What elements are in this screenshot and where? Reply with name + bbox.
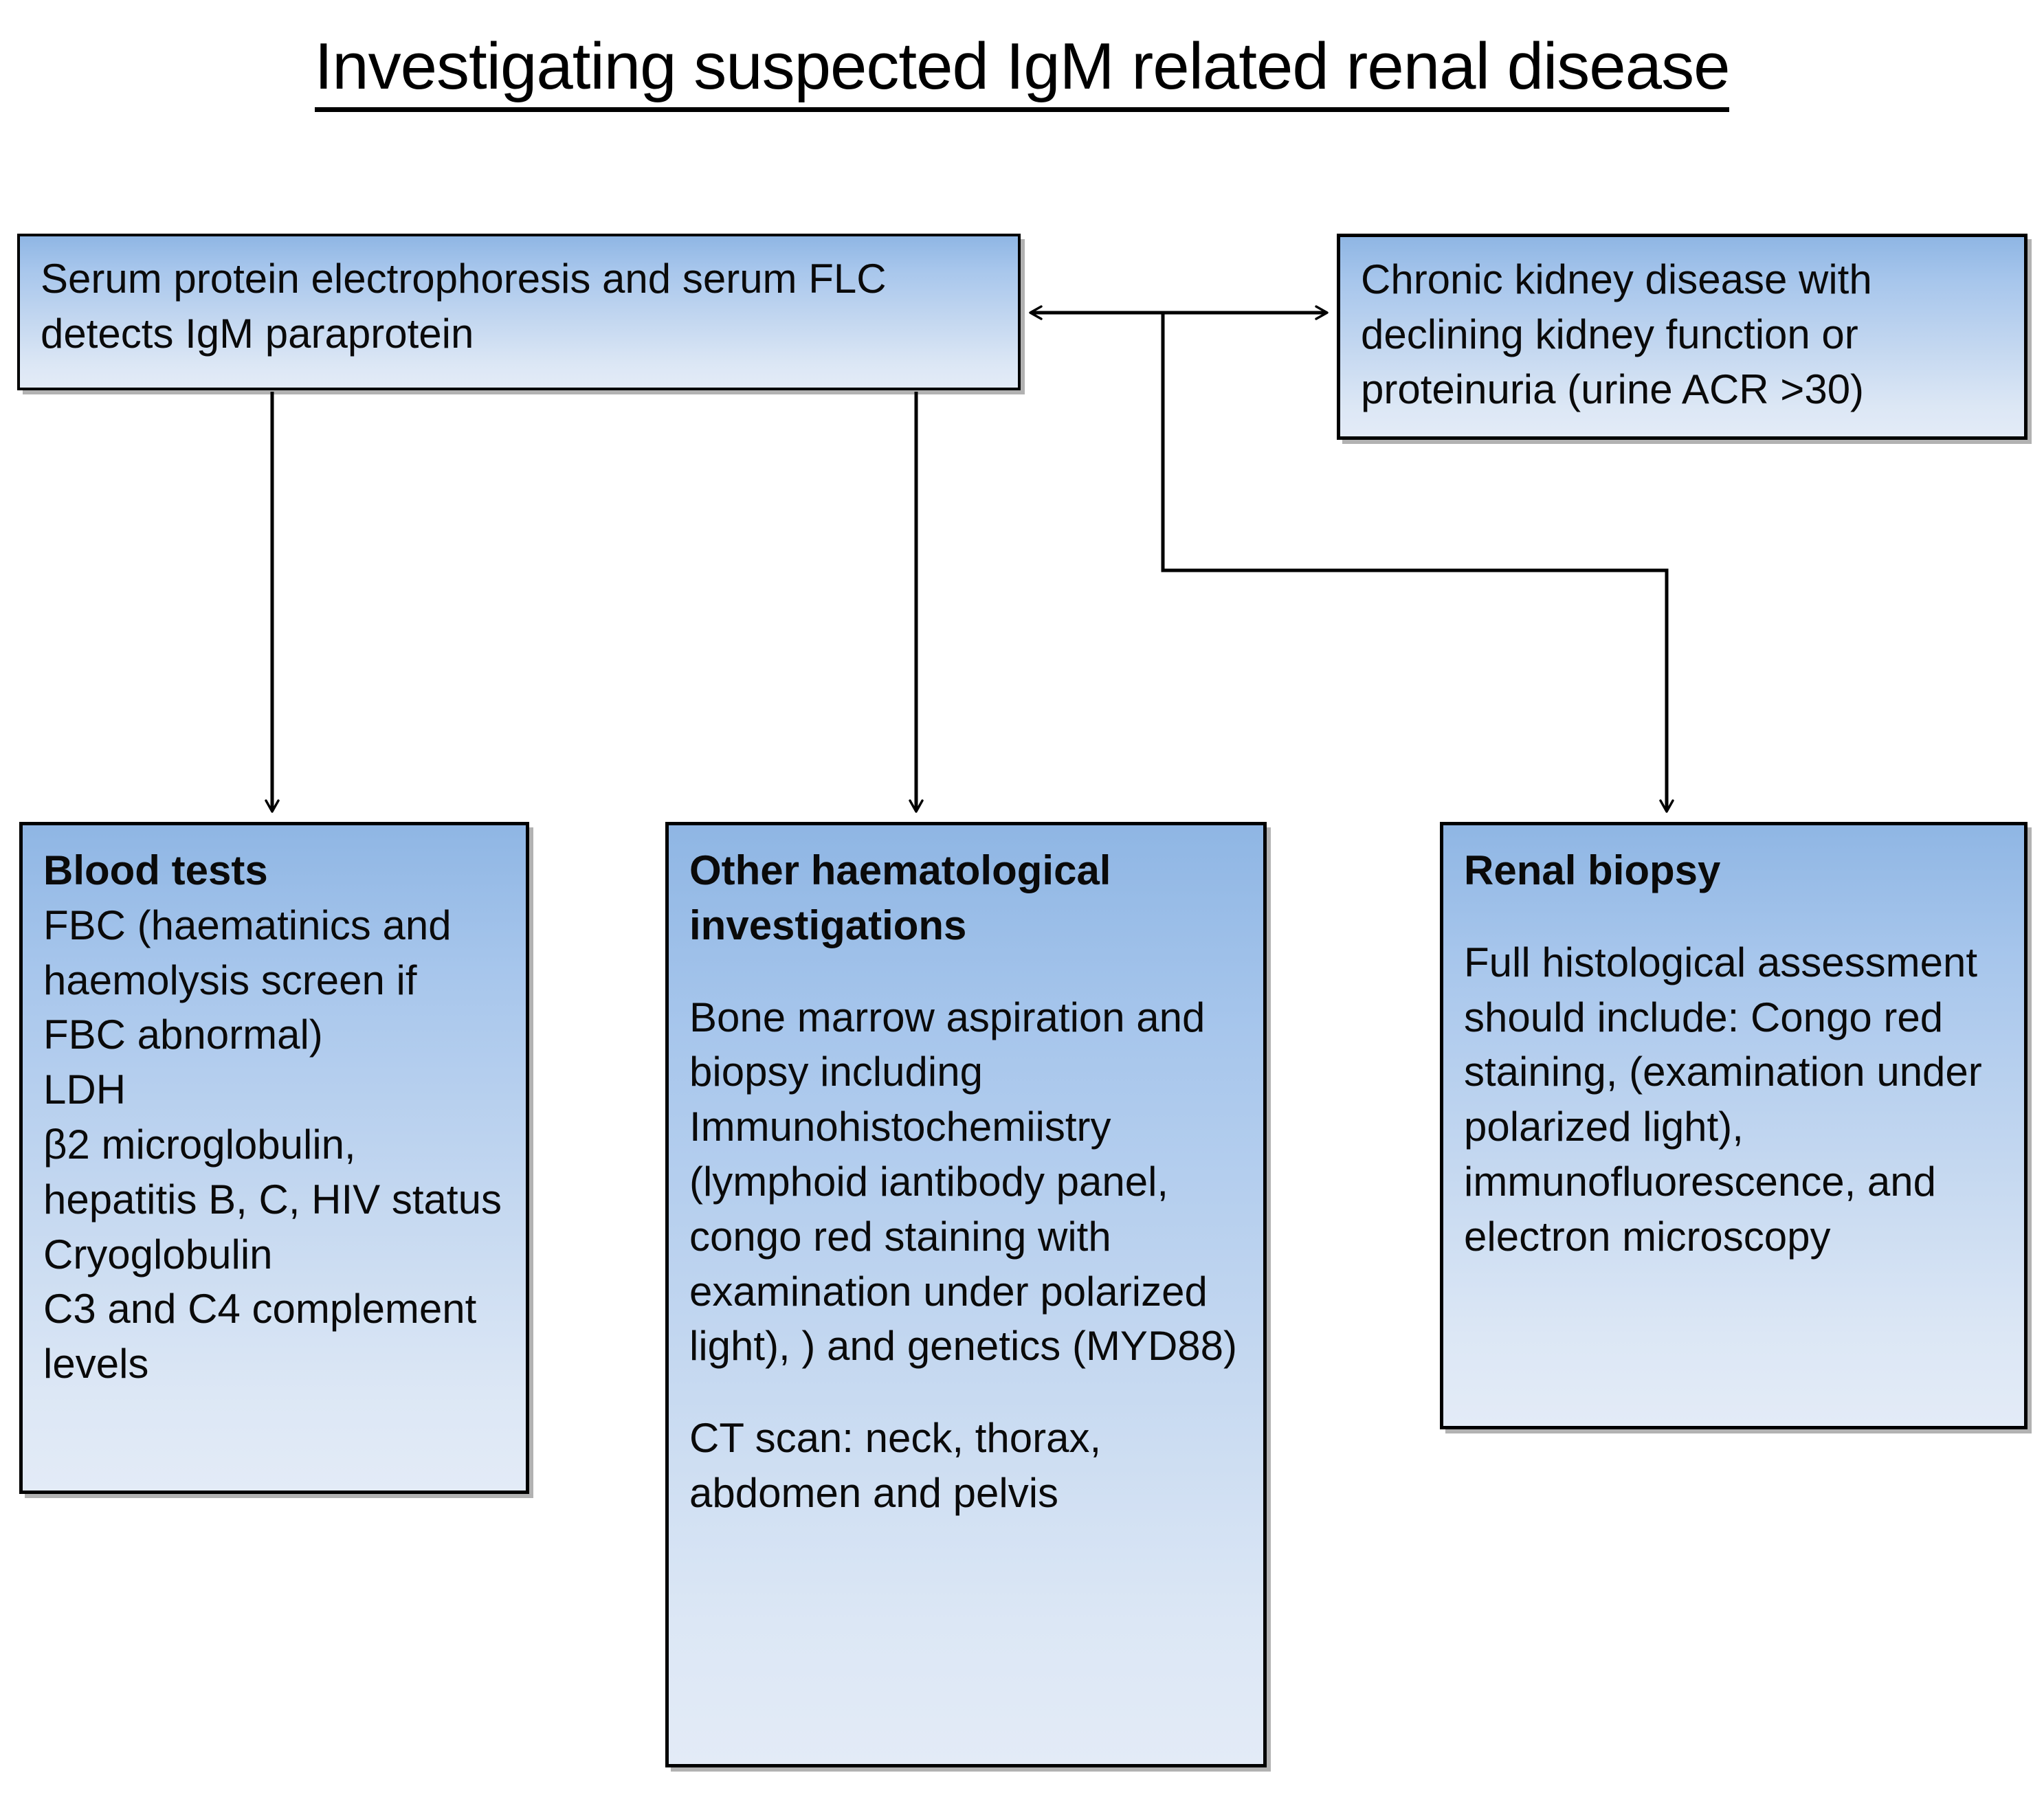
box-blood-tests-heading: Blood tests	[43, 847, 268, 893]
box-other-haematological-investigations[interactable]: Other haematological investigations Bone…	[665, 822, 1267, 1767]
page-title-text: Investigating suspected IgM related rena…	[314, 30, 1730, 112]
box-blood-tests[interactable]: Blood tests FBC (haematinics and haemoly…	[19, 822, 529, 1494]
box-blood-tests-body: FBC (haematinics and haemolysis screen i…	[43, 902, 502, 1387]
spacer	[1464, 898, 2003, 935]
box-haematological-body-ct-scan: CT scan: neck, thorax, abdomen and pelvi…	[689, 1415, 1102, 1516]
page-title: Investigating suspected IgM related rena…	[0, 29, 2044, 112]
box-ckd-text: Chronic kidney disease with declining ki…	[1361, 256, 1872, 412]
spacer	[689, 953, 1243, 990]
box-renal-biopsy[interactable]: Renal biopsy Full histological assessmen…	[1440, 822, 2028, 1429]
box-spep-text: Serum protein electrophoresis and serum …	[41, 256, 887, 357]
box-chronic-kidney-disease[interactable]: Chronic kidney disease with declining ki…	[1337, 234, 2028, 440]
box-renal-biopsy-body: Full histological assessment should incl…	[1464, 939, 1982, 1260]
box-renal-biopsy-heading: Renal biopsy	[1464, 847, 1721, 893]
box-serum-protein-electrophoresis[interactable]: Serum protein electrophoresis and serum …	[17, 234, 1021, 390]
spacer	[689, 1374, 1243, 1411]
box-haematological-heading: Other haematological investigations	[689, 847, 1111, 948]
box-haematological-body-primary: Bone marrow aspiration and biopsy includ…	[689, 994, 1237, 1370]
